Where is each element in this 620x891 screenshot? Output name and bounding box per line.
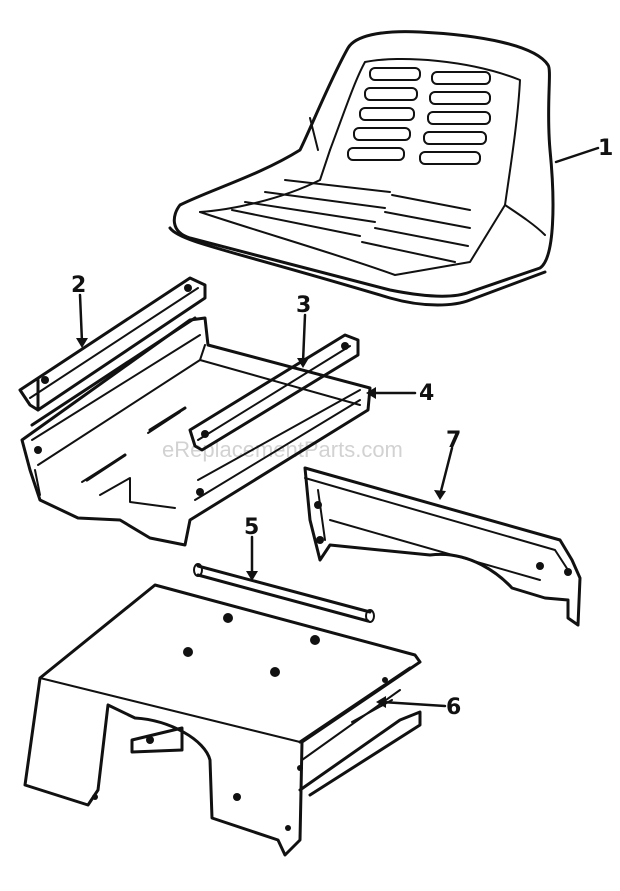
leader-6: [380, 700, 447, 708]
part-1-seat: [168, 30, 555, 307]
leader-2: [78, 293, 84, 344]
part-4-slide-tray: [20, 316, 372, 547]
callout-7: 7: [446, 428, 461, 453]
callout-1: 1: [598, 136, 613, 161]
part-3-right-rail: [188, 333, 360, 452]
leader-3: [301, 313, 307, 364]
callout-6: 6: [446, 695, 461, 720]
part-5-rod: [193, 563, 375, 623]
callout-5: 5: [244, 515, 259, 540]
callout-leaders: [76, 146, 600, 708]
callout-2: 2: [71, 273, 86, 298]
leader-7: [438, 446, 454, 497]
callout-4: 4: [419, 381, 434, 406]
leader-1: [554, 146, 600, 164]
part-2-left-rail: [18, 276, 207, 412]
seat-slots: [231, 67, 491, 263]
part-7-bracket: [303, 466, 582, 627]
callout-3: 3: [296, 293, 311, 318]
part-6-base: [23, 583, 422, 857]
